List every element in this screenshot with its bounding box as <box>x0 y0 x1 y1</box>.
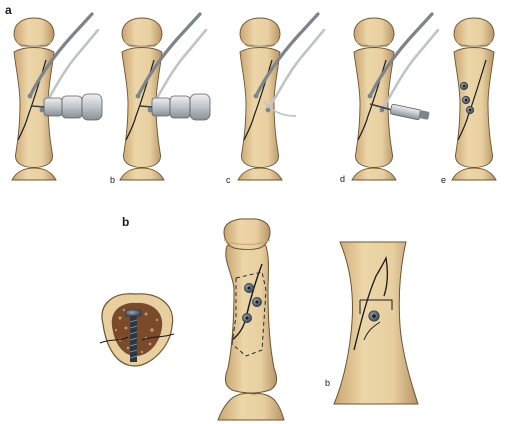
panel-a-label: a <box>5 3 12 17</box>
forceps-tip <box>367 93 373 99</box>
screw-head <box>368 310 380 322</box>
wire <box>263 101 297 117</box>
large-phalanx-view <box>217 218 285 421</box>
bone-detail-view <box>333 241 419 405</box>
bone-base <box>119 167 165 181</box>
forceps-arm <box>380 28 440 112</box>
screw-head <box>252 297 262 307</box>
step-3 <box>237 12 326 181</box>
step-label-c: c <box>226 175 231 185</box>
forceps-tip <box>379 107 385 113</box>
forceps-arm <box>28 12 94 98</box>
panel-b-label: b <box>122 215 130 229</box>
bone-shaft <box>239 47 281 168</box>
step-1 <box>11 12 103 181</box>
forceps-arm <box>368 12 434 98</box>
bone-head <box>353 17 395 47</box>
forceps-arm <box>254 12 320 98</box>
forceps-tip <box>135 93 141 99</box>
step-label-d: d <box>340 174 346 184</box>
step-label-b: b <box>110 175 116 185</box>
drill-icon <box>139 93 211 121</box>
screwdriver-icon <box>369 103 430 121</box>
step-2 <box>119 12 211 181</box>
cross-section-view <box>99 293 175 367</box>
bone-base <box>237 167 283 181</box>
bone-shaft <box>13 47 55 168</box>
bone-base <box>11 167 57 181</box>
drill-icon <box>31 93 103 121</box>
bone-head <box>13 17 55 47</box>
bone-base <box>351 167 397 181</box>
step-4 <box>351 12 440 181</box>
bone-shaft <box>453 47 495 168</box>
forceps-arm <box>266 28 326 112</box>
step-5 <box>451 17 497 181</box>
forceps-tip <box>39 107 45 113</box>
screw-head <box>244 283 254 293</box>
forceps-tip <box>265 107 271 113</box>
forceps-tip <box>253 93 259 99</box>
forceps-tip <box>27 93 33 99</box>
screw-head <box>242 313 252 323</box>
bone-head <box>453 17 495 47</box>
bone-head <box>239 17 281 47</box>
bone-shaft <box>353 47 395 168</box>
fracture-line <box>457 59 487 141</box>
bone-base <box>451 167 497 181</box>
bone-shaft <box>121 47 163 168</box>
forceps-arm <box>136 12 202 98</box>
detail-label-b: b <box>325 378 331 388</box>
bone-head <box>121 17 163 47</box>
panel-a-steps <box>11 12 497 181</box>
panel-b-illustrations <box>99 218 419 421</box>
step-label-e: e <box>441 175 447 185</box>
forceps-tip <box>147 107 153 113</box>
